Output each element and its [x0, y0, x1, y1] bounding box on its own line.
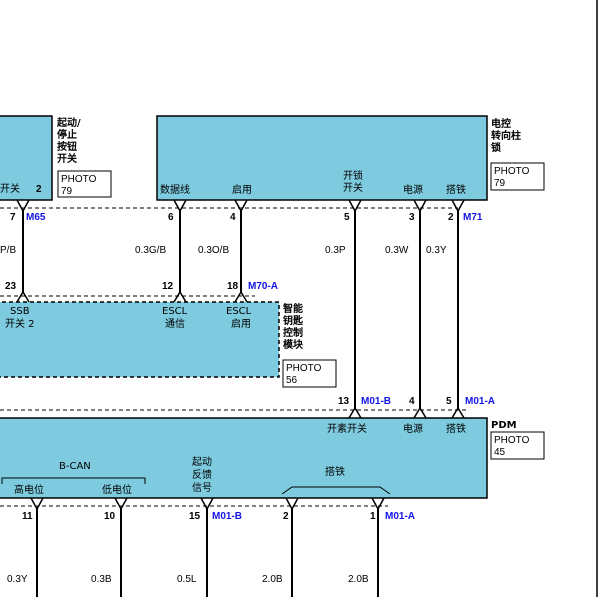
smk-photo-label: PHOTO [286, 363, 322, 374]
wire-label-data: 0.3G/B [135, 245, 166, 256]
wires-lower [36, 509, 379, 597]
pdm-pin-label-can-high: 高电位 [14, 483, 44, 496]
wire-label-b4: 2.0B [262, 574, 283, 585]
pdm-photo-box[interactable] [490, 431, 545, 460]
smk-pin-number-comm: 12 [162, 281, 174, 292]
wire-label-b2: 0.3B [91, 574, 112, 585]
pdm-pin-label-start-1: 起动 [192, 456, 212, 468]
pdm-pin-number-b3: 15 [189, 511, 201, 522]
start-stop-name-line-1: 起动/ [56, 116, 81, 129]
escl-name-line-1: 电控 [491, 117, 511, 130]
pdm-pin-number-ground: 5 [446, 396, 452, 407]
wire-label-power: 0.3W [385, 245, 409, 256]
top-terminal-chevrons [16, 199, 465, 213]
escl-pin-number-ground: 2 [448, 212, 454, 223]
escl-photo-label: PHOTO [494, 166, 530, 177]
pdm-ground-bracket [281, 486, 391, 495]
pdm-top-terminal-chevrons [348, 406, 465, 419]
smk-name-line-2: 钥匙 [283, 314, 304, 327]
smk-name-line-1: 智能 [283, 302, 303, 315]
pdm-bottom-terminal-chevrons [30, 497, 385, 511]
pdm-pin-label-power: 电源 [403, 422, 423, 435]
pdm-pin-number-b1: 11 [22, 511, 33, 522]
connector-m01b-top: M01-B [361, 396, 391, 407]
pdm-pin-number-b2: 10 [104, 511, 116, 522]
escl-pin-label-unlock-2: 开关 [343, 181, 363, 194]
connector-m01a-top: M01-A [465, 396, 495, 407]
smk-photo-box[interactable] [282, 359, 337, 388]
smk-name-line-3: 控制 [283, 326, 303, 339]
escl-pin-number-enable: 4 [230, 212, 236, 223]
start-stop-photo-number: 79 [61, 186, 73, 197]
start-stop-name-line-2: 停止 [57, 128, 77, 141]
escl-pin-number-data: 6 [168, 212, 174, 223]
smart-key-module[interactable] [0, 301, 280, 378]
pdm-module[interactable] [0, 417, 488, 499]
start-stop-name-line-4: 开关 [57, 152, 77, 165]
escl-pin-number-unlock: 5 [344, 212, 350, 223]
smk-pin-label-enable-1: ESCL [226, 306, 252, 317]
escl-pin-number-power: 3 [409, 212, 415, 223]
connector-m01a-bottom: M01-A [385, 511, 415, 522]
wire-label-b5: 2.0B [348, 574, 369, 585]
connector-m65: M65 [26, 212, 46, 223]
wire-label-ground: 0.3Y [426, 245, 447, 256]
smk-pin-label-enable-2: 启用 [231, 317, 251, 330]
wires-upper [22, 211, 459, 408]
smk-name-line-4: 模块 [283, 338, 304, 351]
start-stop-switch-module[interactable] [0, 115, 53, 201]
pdm-pin-label-can-low: 低电位 [102, 483, 132, 496]
connector-m01b-bottom: M01-B [212, 511, 242, 522]
pdm-photo-number: 45 [494, 447, 506, 458]
pdm-pin-number-unlock: 13 [338, 396, 350, 407]
start-stop-name-line-3: 按钮 [57, 140, 77, 153]
pdm-pin-number-b4: 2 [283, 511, 289, 522]
pdm-bcan-label: B-CAN [59, 461, 91, 472]
escl-module[interactable] [156, 115, 488, 201]
start-stop-pin-label: 开关 [0, 182, 20, 195]
wire-label-b1: 0.3Y [7, 574, 28, 585]
escl-pin-label-power: 电源 [403, 183, 423, 196]
wire-label-ssb: P/B [0, 245, 16, 256]
pdm-photo-label: PHOTO [494, 435, 530, 446]
start-stop-photo-label: PHOTO [61, 174, 97, 185]
smk-terminal-chevrons [16, 290, 248, 303]
escl-photo-box[interactable] [490, 162, 545, 191]
pdm-pin-number-b5: 1 [370, 511, 376, 522]
wire-label-b3: 0.5L [177, 574, 197, 585]
smk-photo-number: 56 [286, 375, 298, 386]
escl-pin-label-data: 数据线 [160, 183, 190, 196]
smk-pin-number-ssb: 23 [5, 281, 17, 292]
escl-name-line-3: 锁 [491, 141, 501, 154]
start-stop-pin-number: 2 [36, 184, 42, 195]
pdm-pin-label-ground: 搭铁 [446, 422, 466, 435]
pdm-pin-label-start-3: 信号 [192, 482, 212, 494]
pdm-pin-label-unlock: 开素开关 [327, 422, 367, 435]
escl-name-line-2: 转向柱 [491, 129, 521, 142]
smk-pin-label-ssb-1: SSB [10, 306, 30, 317]
escl-pin-label-enable: 启用 [232, 183, 252, 196]
escl-pin-label-ground: 搭铁 [446, 183, 466, 196]
pdm-name: PDM [491, 420, 517, 431]
pdm-pin-number-power: 4 [409, 396, 415, 407]
wire-label-enable: 0.3O/B [198, 245, 229, 256]
pdm-bcan-bracket [1, 477, 146, 484]
escl-photo-number: 79 [494, 178, 506, 189]
smk-pin-label-ssb-2: 开关 2 [5, 317, 35, 330]
connector-m70a: M70-A [248, 281, 278, 292]
escl-pin-label-unlock-1: 开锁 [343, 169, 363, 182]
wire-label-unlock: 0.3P [325, 245, 346, 256]
m65-pin-number: 7 [10, 212, 16, 223]
smk-pin-label-comm-1: ESCL [162, 306, 188, 317]
pdm-pin-label-ground-bottom: 搭铁 [325, 465, 345, 478]
start-stop-photo-box[interactable] [57, 170, 112, 198]
connector-m71: M71 [463, 212, 483, 223]
smk-pin-label-comm-2: 通信 [165, 318, 185, 330]
pdm-pin-label-start-2: 反馈 [192, 468, 212, 481]
smk-pin-number-enable: 18 [227, 281, 239, 292]
